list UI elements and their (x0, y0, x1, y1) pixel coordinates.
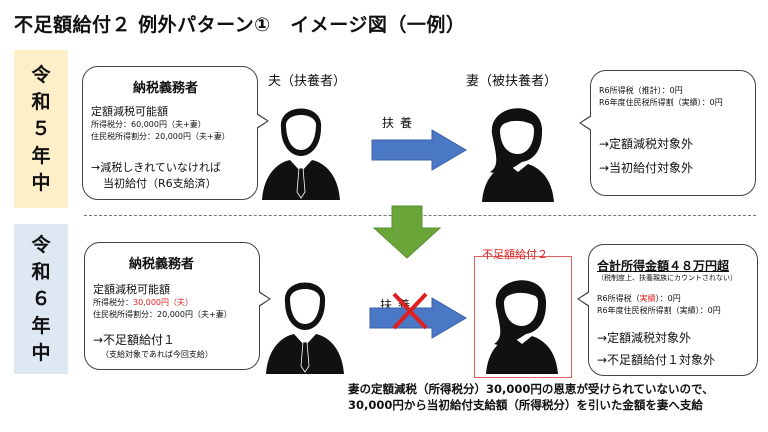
bubble-heading: 納税義務者 (129, 257, 195, 272)
page-title: 不足額給付２ 例外パターン① イメージ図（一例） (14, 14, 466, 36)
bubble-line: →当初給付対象外 (599, 161, 694, 175)
bubble-line: 所得税分：60,000円（夫+妻） (91, 120, 206, 129)
era-char: 中 (31, 171, 51, 194)
bubble-line: 当初給付（R6支給済） (103, 177, 217, 190)
bubble-note: （税制度上、扶養親族にカウントされない） (597, 274, 737, 282)
bubble-line: →減税しきれていなければ (91, 161, 221, 174)
era-char: ５ (31, 117, 51, 140)
wife-r6-icon (486, 280, 558, 374)
wife-highlight-box (474, 256, 572, 378)
bubble-line: 住民税所得割分：20,000円（夫+妻） (91, 132, 230, 141)
era-char: 和 (31, 260, 51, 283)
bubble-line: →定額減税対象外 (599, 137, 694, 151)
era-char: 年 (31, 144, 51, 167)
bubble-tail (579, 115, 592, 131)
era-char: ６ (31, 287, 51, 310)
bubble-line: （支給対象であれば今回支給） (101, 350, 213, 359)
era-char: 中 (31, 341, 51, 364)
bubble-line: R6所得税（推計）：0円 (599, 86, 683, 95)
bubble-tail (258, 291, 271, 307)
husband-label: 夫（扶養者） (268, 74, 347, 89)
bottom-note: 妻の定額減税（所得税分）30,000円の恩恵が受けられていないので、 30,00… (348, 381, 714, 413)
bubble-line: →不足額給付１対象外 (597, 353, 716, 367)
note-line: 妻の定額減税（所得税分）30,000円の恩恵が受けられていないので、 (348, 382, 714, 396)
bubble-tail (256, 113, 269, 129)
highlight-value: 実績 (639, 294, 656, 303)
wife-tag: 不足額給付２ (482, 248, 548, 261)
bubble-line: 定額減税可能額 (91, 105, 168, 118)
bubble-line: R6年度住民税所得割（実績）：0円 (597, 306, 721, 315)
bubble-heading: 納税義務者 (133, 81, 199, 96)
era-band-r6: 令 和 ６ 年 中 (14, 224, 68, 374)
era-band-r5: 令 和 ５ 年 中 (14, 50, 68, 208)
era-char: 年 (31, 314, 51, 337)
era-char: 令 (31, 63, 51, 86)
bubble-line: 所得税分：30,000円（夫） (93, 298, 193, 307)
r5-dependent-bubble: R6所得税（推計）：0円 R6年度住民税所得割（実績）：0円 →定額減税対象外 … (579, 70, 756, 196)
highlight-value: 30,000円（夫） (133, 298, 193, 307)
bubble-line: →定額減税対象外 (597, 331, 692, 345)
husband-r5-icon (262, 108, 340, 200)
note-line: 30,000円から当初給付支給額（所得税分）を引いた金額を妻へ支給 (348, 398, 703, 412)
cross-mark-icon (392, 292, 428, 330)
transition-arrow-icon (372, 205, 442, 259)
dependent-arrow-icon (371, 129, 467, 171)
era-char: 和 (31, 90, 51, 113)
era-char: 令 (31, 233, 51, 256)
husband-r6-icon (266, 282, 344, 374)
arrow-label: 扶養 (382, 116, 419, 130)
wife-r5-icon (482, 108, 554, 202)
bubble-line: →不足額給付１ (93, 333, 176, 347)
bubble-tail (577, 291, 590, 307)
bubble-heading: 合計所得金額４８万円超 (597, 259, 730, 273)
bubble-line: R6年度住民税所得割（実績）：0円 (599, 98, 723, 107)
bubble-line: R6所得税（実績）：0円 (597, 294, 681, 303)
bubble-line: 定額減税可能額 (93, 283, 170, 296)
wife-label: 妻（被扶養者） (466, 74, 558, 89)
r6-taxpayer-bubble: 納税義務者 定額減税可能額 所得税分：30,000円（夫） 住民税所得割分：20… (84, 242, 271, 370)
r6-dependent-bubble: 合計所得金額４８万円超 （税制度上、扶養親族にカウントされない） R6所得税（実… (577, 244, 758, 376)
r5-taxpayer-bubble: 納税義務者 定額減税可能額 所得税分：60,000円（夫+妻） 住民税所得割分：… (82, 66, 269, 200)
bubble-line: 住民税所得割分：20,000円（夫+妻） (93, 310, 232, 319)
